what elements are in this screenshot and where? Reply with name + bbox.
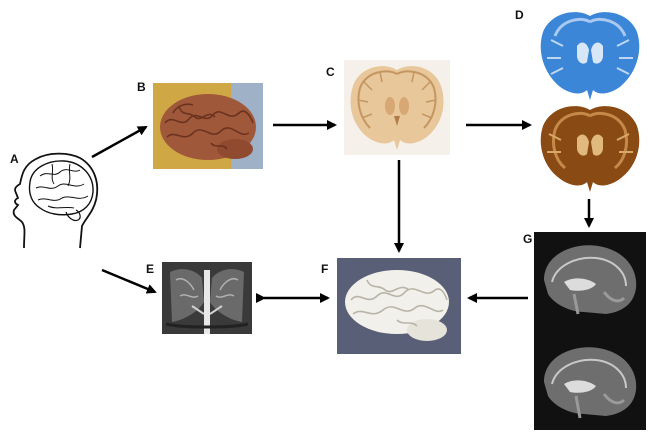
- label-c: C: [326, 65, 335, 79]
- label-g: G: [523, 232, 533, 246]
- fixed-brain-photo-icon: [153, 83, 263, 169]
- stained-coronal-sections-icon: [537, 6, 643, 196]
- coronal-slice-photo-icon: [344, 60, 450, 155]
- 3d-brain-model-icon: [337, 258, 461, 354]
- label-d: D: [515, 8, 524, 22]
- sagittal-mri-stack-icon: [534, 232, 646, 430]
- label-e: E: [146, 262, 155, 276]
- mri-scan-icon: [162, 262, 252, 334]
- label-a: A: [10, 152, 19, 166]
- label-f: F: [321, 262, 329, 276]
- head-silhouette-icon: [8, 148, 108, 254]
- label-b: B: [137, 80, 146, 94]
